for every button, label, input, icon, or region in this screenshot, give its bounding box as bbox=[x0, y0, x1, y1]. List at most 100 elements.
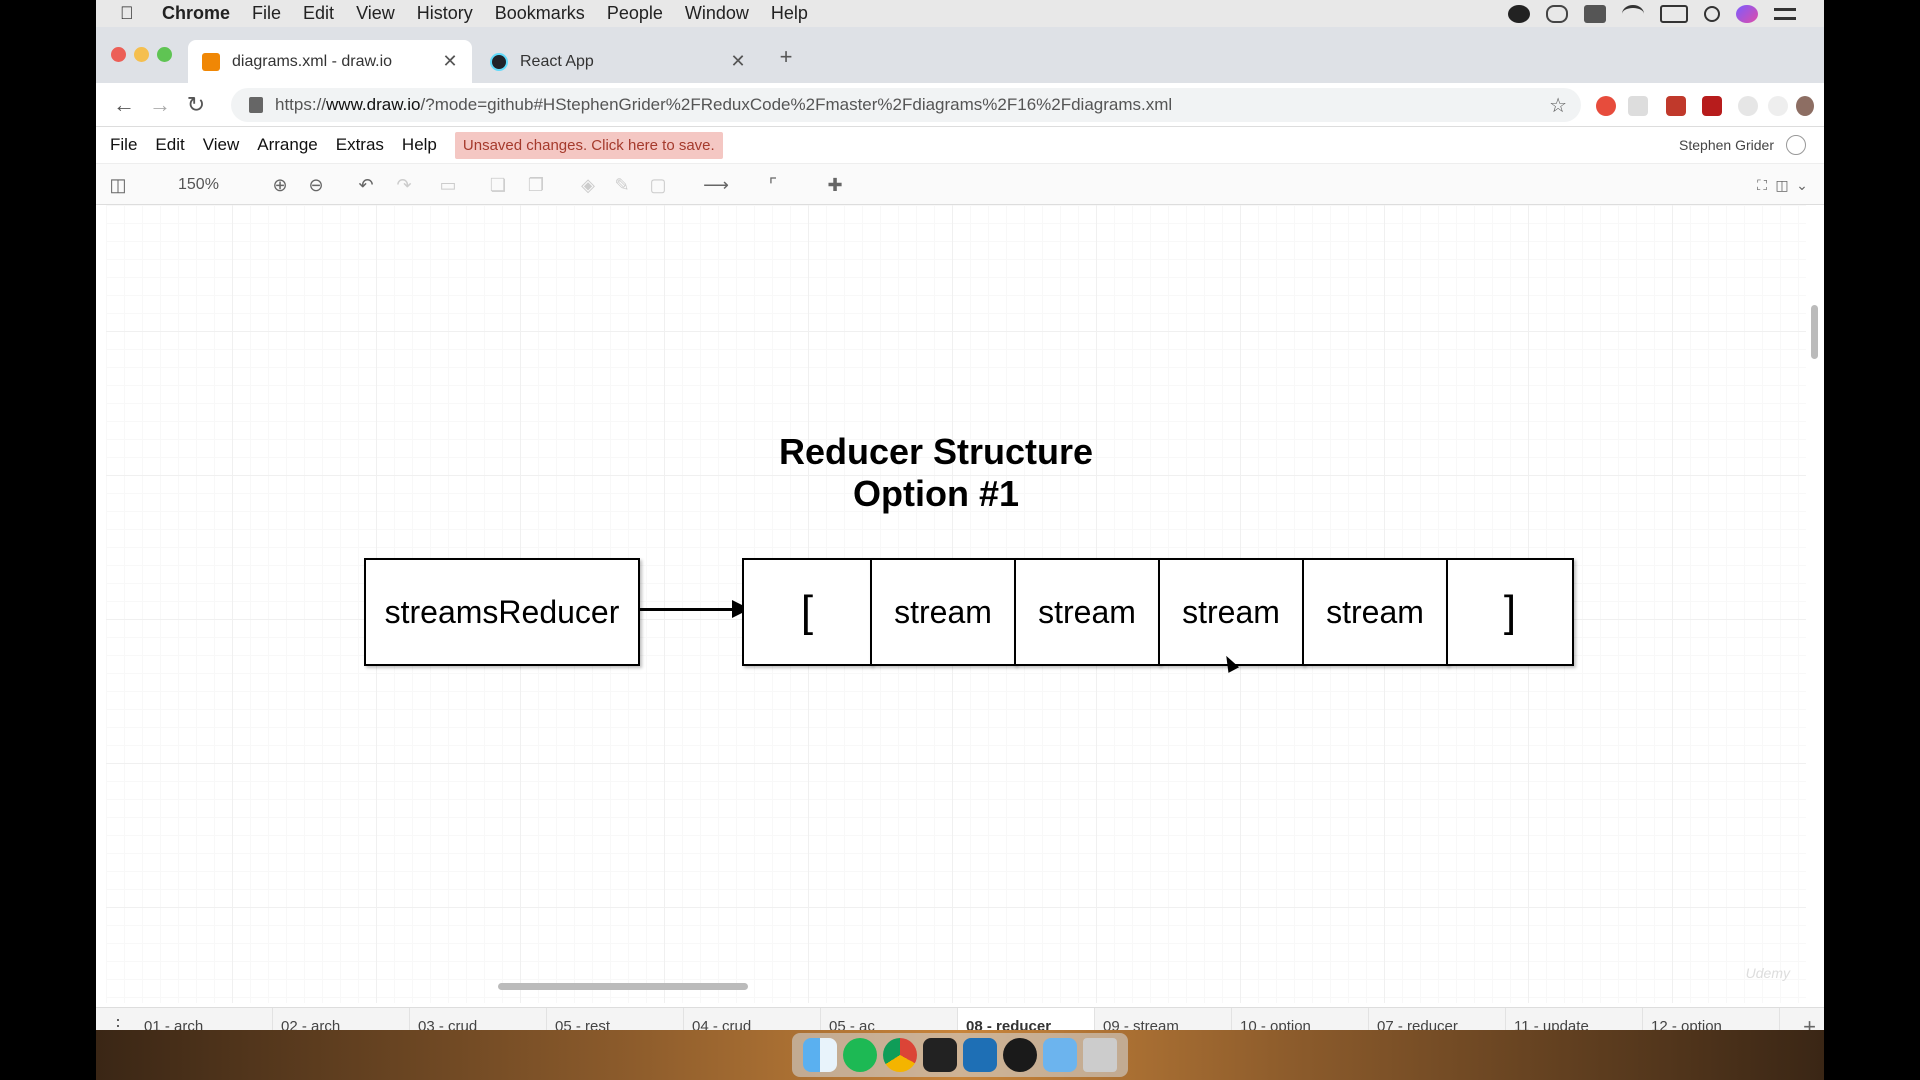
finder-icon[interactable] bbox=[803, 1038, 837, 1072]
collapse-icon[interactable]: ⌄ bbox=[1796, 177, 1808, 193]
tab-react-app[interactable]: React App ✕ bbox=[476, 40, 760, 83]
wifi-icon[interactable] bbox=[1622, 4, 1644, 23]
unsaved-changes-button[interactable]: Unsaved changes. Click here to save. bbox=[454, 131, 723, 159]
arrow-connector[interactable] bbox=[640, 608, 740, 611]
apple-icon[interactable]:  bbox=[120, 3, 140, 24]
fill-color-icon[interactable]: ◈ bbox=[581, 175, 595, 195]
profile-avatar-icon[interactable] bbox=[1796, 96, 1814, 116]
globe-icon[interactable] bbox=[1786, 135, 1806, 155]
mac-menu-window[interactable]: Window bbox=[684, 3, 749, 23]
tab-strip: diagrams.xml - draw.io ✕ React App ✕ + bbox=[96, 27, 1824, 83]
line-color-icon[interactable]: ✎ bbox=[614, 175, 630, 195]
shadow-icon[interactable]: ▢ bbox=[649, 175, 667, 195]
vertical-scrollbar[interactable] bbox=[1811, 305, 1818, 359]
array-close-bracket-cell[interactable]: ] bbox=[1446, 558, 1574, 666]
udemy-watermark: Udemy bbox=[1745, 965, 1790, 981]
mac-menu-file[interactable]: File bbox=[252, 3, 282, 23]
forward-button[interactable]: → bbox=[149, 92, 171, 117]
diagram-title[interactable]: Reducer Structure Option #1 bbox=[778, 431, 1094, 514]
extension-css-icon[interactable] bbox=[1628, 96, 1648, 116]
stream-cell[interactable]: stream bbox=[1014, 558, 1160, 666]
close-window-button[interactable] bbox=[111, 47, 126, 62]
mac-menu-app[interactable]: Chrome bbox=[162, 3, 231, 23]
close-tab-icon[interactable]: ✕ bbox=[442, 51, 458, 71]
to-front-icon[interactable]: ❏ bbox=[489, 175, 507, 195]
status-area bbox=[1508, 0, 1796, 27]
drawio-icon bbox=[202, 52, 220, 71]
fullscreen-icon[interactable]: ⛶ bbox=[1757, 177, 1767, 193]
to-back-icon[interactable]: ❐ bbox=[527, 175, 545, 195]
drawio-menu-help[interactable]: Help bbox=[401, 135, 437, 154]
redo-icon[interactable]: ↷ bbox=[396, 175, 412, 195]
obs-icon[interactable] bbox=[1003, 1038, 1037, 1072]
reload-button[interactable]: ↻ bbox=[186, 92, 206, 117]
stream-cell[interactable]: stream bbox=[870, 558, 1016, 666]
tab-title: diagrams.xml - draw.io bbox=[232, 52, 393, 70]
toggle-panel-icon[interactable]: ◫ bbox=[1775, 177, 1789, 193]
siri-icon[interactable] bbox=[1736, 4, 1758, 23]
browser-window: diagrams.xml - draw.io ✕ React App ✕ + ←… bbox=[96, 27, 1824, 1045]
zoom-in-icon[interactable]: ⊕ bbox=[272, 175, 288, 195]
close-tab-icon[interactable]: ✕ bbox=[730, 51, 746, 71]
dock bbox=[792, 1033, 1128, 1077]
terminal-icon[interactable] bbox=[923, 1038, 957, 1072]
extension-light-icon[interactable] bbox=[1768, 96, 1788, 116]
drawio-menu-file[interactable]: File bbox=[110, 135, 138, 154]
drawio-toolbar: ◫ 150% ⊕ ⊖ ↶ ↷ ▭ ❏ ❐ ◈ ✎ ▢ ⟶ ⌜ ✚ ⛶ ◫ ⌄ bbox=[96, 163, 1824, 205]
notification-center-icon[interactable] bbox=[1774, 7, 1796, 20]
zoom-select[interactable]: 150% bbox=[178, 176, 219, 193]
chrome-icon[interactable] bbox=[883, 1038, 917, 1072]
format-panel-icon[interactable]: ◫ bbox=[109, 175, 127, 195]
mac-menu-help[interactable]: Help bbox=[770, 3, 808, 23]
url-prefix: https:// bbox=[275, 95, 327, 114]
extension-lastpass-icon[interactable] bbox=[1666, 96, 1686, 116]
connection-icon[interactable]: ⟶ bbox=[703, 175, 729, 195]
drawio-menubar: File Edit View Arrange Extras Help Unsav… bbox=[96, 127, 1824, 163]
mac-menu-edit[interactable]: Edit bbox=[303, 3, 335, 23]
lock-icon bbox=[249, 97, 263, 113]
horizontal-scrollbar[interactable] bbox=[498, 983, 748, 990]
zoom-out-icon[interactable]: ⊖ bbox=[308, 175, 324, 195]
extension-gray-icon[interactable] bbox=[1738, 96, 1758, 116]
undo-icon[interactable]: ↶ bbox=[358, 175, 374, 195]
delete-icon[interactable]: ▭ bbox=[439, 175, 457, 195]
url-path: /?mode=github#HStephenGrider%2FReduxCode… bbox=[420, 95, 1173, 114]
spotlight-search-icon[interactable] bbox=[1704, 5, 1720, 22]
drawio-menu-extras[interactable]: Extras bbox=[335, 135, 384, 154]
mac-menu-people[interactable]: People bbox=[606, 3, 663, 23]
folder-icon[interactable] bbox=[1043, 1038, 1077, 1072]
extension-red-icon[interactable] bbox=[1596, 96, 1616, 116]
user-name[interactable]: Stephen Grider bbox=[1679, 137, 1774, 153]
stream-cell[interactable]: stream bbox=[1302, 558, 1448, 666]
url-host: www.draw.io bbox=[326, 95, 421, 114]
battery-icon[interactable] bbox=[1660, 4, 1688, 23]
creative-cloud-icon[interactable] bbox=[1508, 4, 1530, 23]
spotify-icon[interactable] bbox=[843, 1038, 877, 1072]
maximize-window-button[interactable] bbox=[157, 47, 172, 62]
stream-cell[interactable]: stream bbox=[1158, 558, 1304, 666]
mac-menu-view[interactable]: View bbox=[356, 3, 395, 23]
mac-menu-history[interactable]: History bbox=[416, 3, 473, 23]
streams-reducer-box[interactable]: streamsReducer bbox=[364, 558, 640, 666]
new-tab-button[interactable]: + bbox=[779, 44, 793, 69]
extension-ublock-icon[interactable] bbox=[1702, 96, 1722, 116]
address-bar[interactable]: https://www.draw.io/?mode=github#HStephe… bbox=[231, 88, 1581, 122]
tab-drawio[interactable]: diagrams.xml - draw.io ✕ bbox=[188, 40, 472, 83]
diagram-canvas[interactable]: Reducer Structure Option #1 streamsReduc… bbox=[106, 205, 1806, 1003]
insert-icon[interactable]: ✚ bbox=[827, 175, 843, 195]
glasses-icon[interactable] bbox=[1546, 4, 1568, 23]
back-button[interactable]: ← bbox=[113, 92, 135, 117]
array-open-bracket-cell[interactable]: [ bbox=[742, 558, 872, 666]
vscode-icon[interactable] bbox=[963, 1038, 997, 1072]
bookmark-star-icon[interactable]: ☆ bbox=[1549, 94, 1567, 117]
drawio-menu-arrange[interactable]: Arrange bbox=[257, 135, 318, 154]
drawio-menu-view[interactable]: View bbox=[202, 135, 240, 154]
tab-title: React App bbox=[520, 52, 594, 70]
mac-menu-bookmarks[interactable]: Bookmarks bbox=[494, 3, 585, 23]
waypoints-icon[interactable]: ⌜ bbox=[768, 175, 778, 195]
drawio-menu-edit[interactable]: Edit bbox=[155, 135, 185, 154]
minimize-window-button[interactable] bbox=[134, 47, 149, 62]
react-icon bbox=[490, 52, 508, 71]
docker-icon[interactable] bbox=[1584, 4, 1606, 23]
trash-icon[interactable] bbox=[1083, 1038, 1117, 1072]
